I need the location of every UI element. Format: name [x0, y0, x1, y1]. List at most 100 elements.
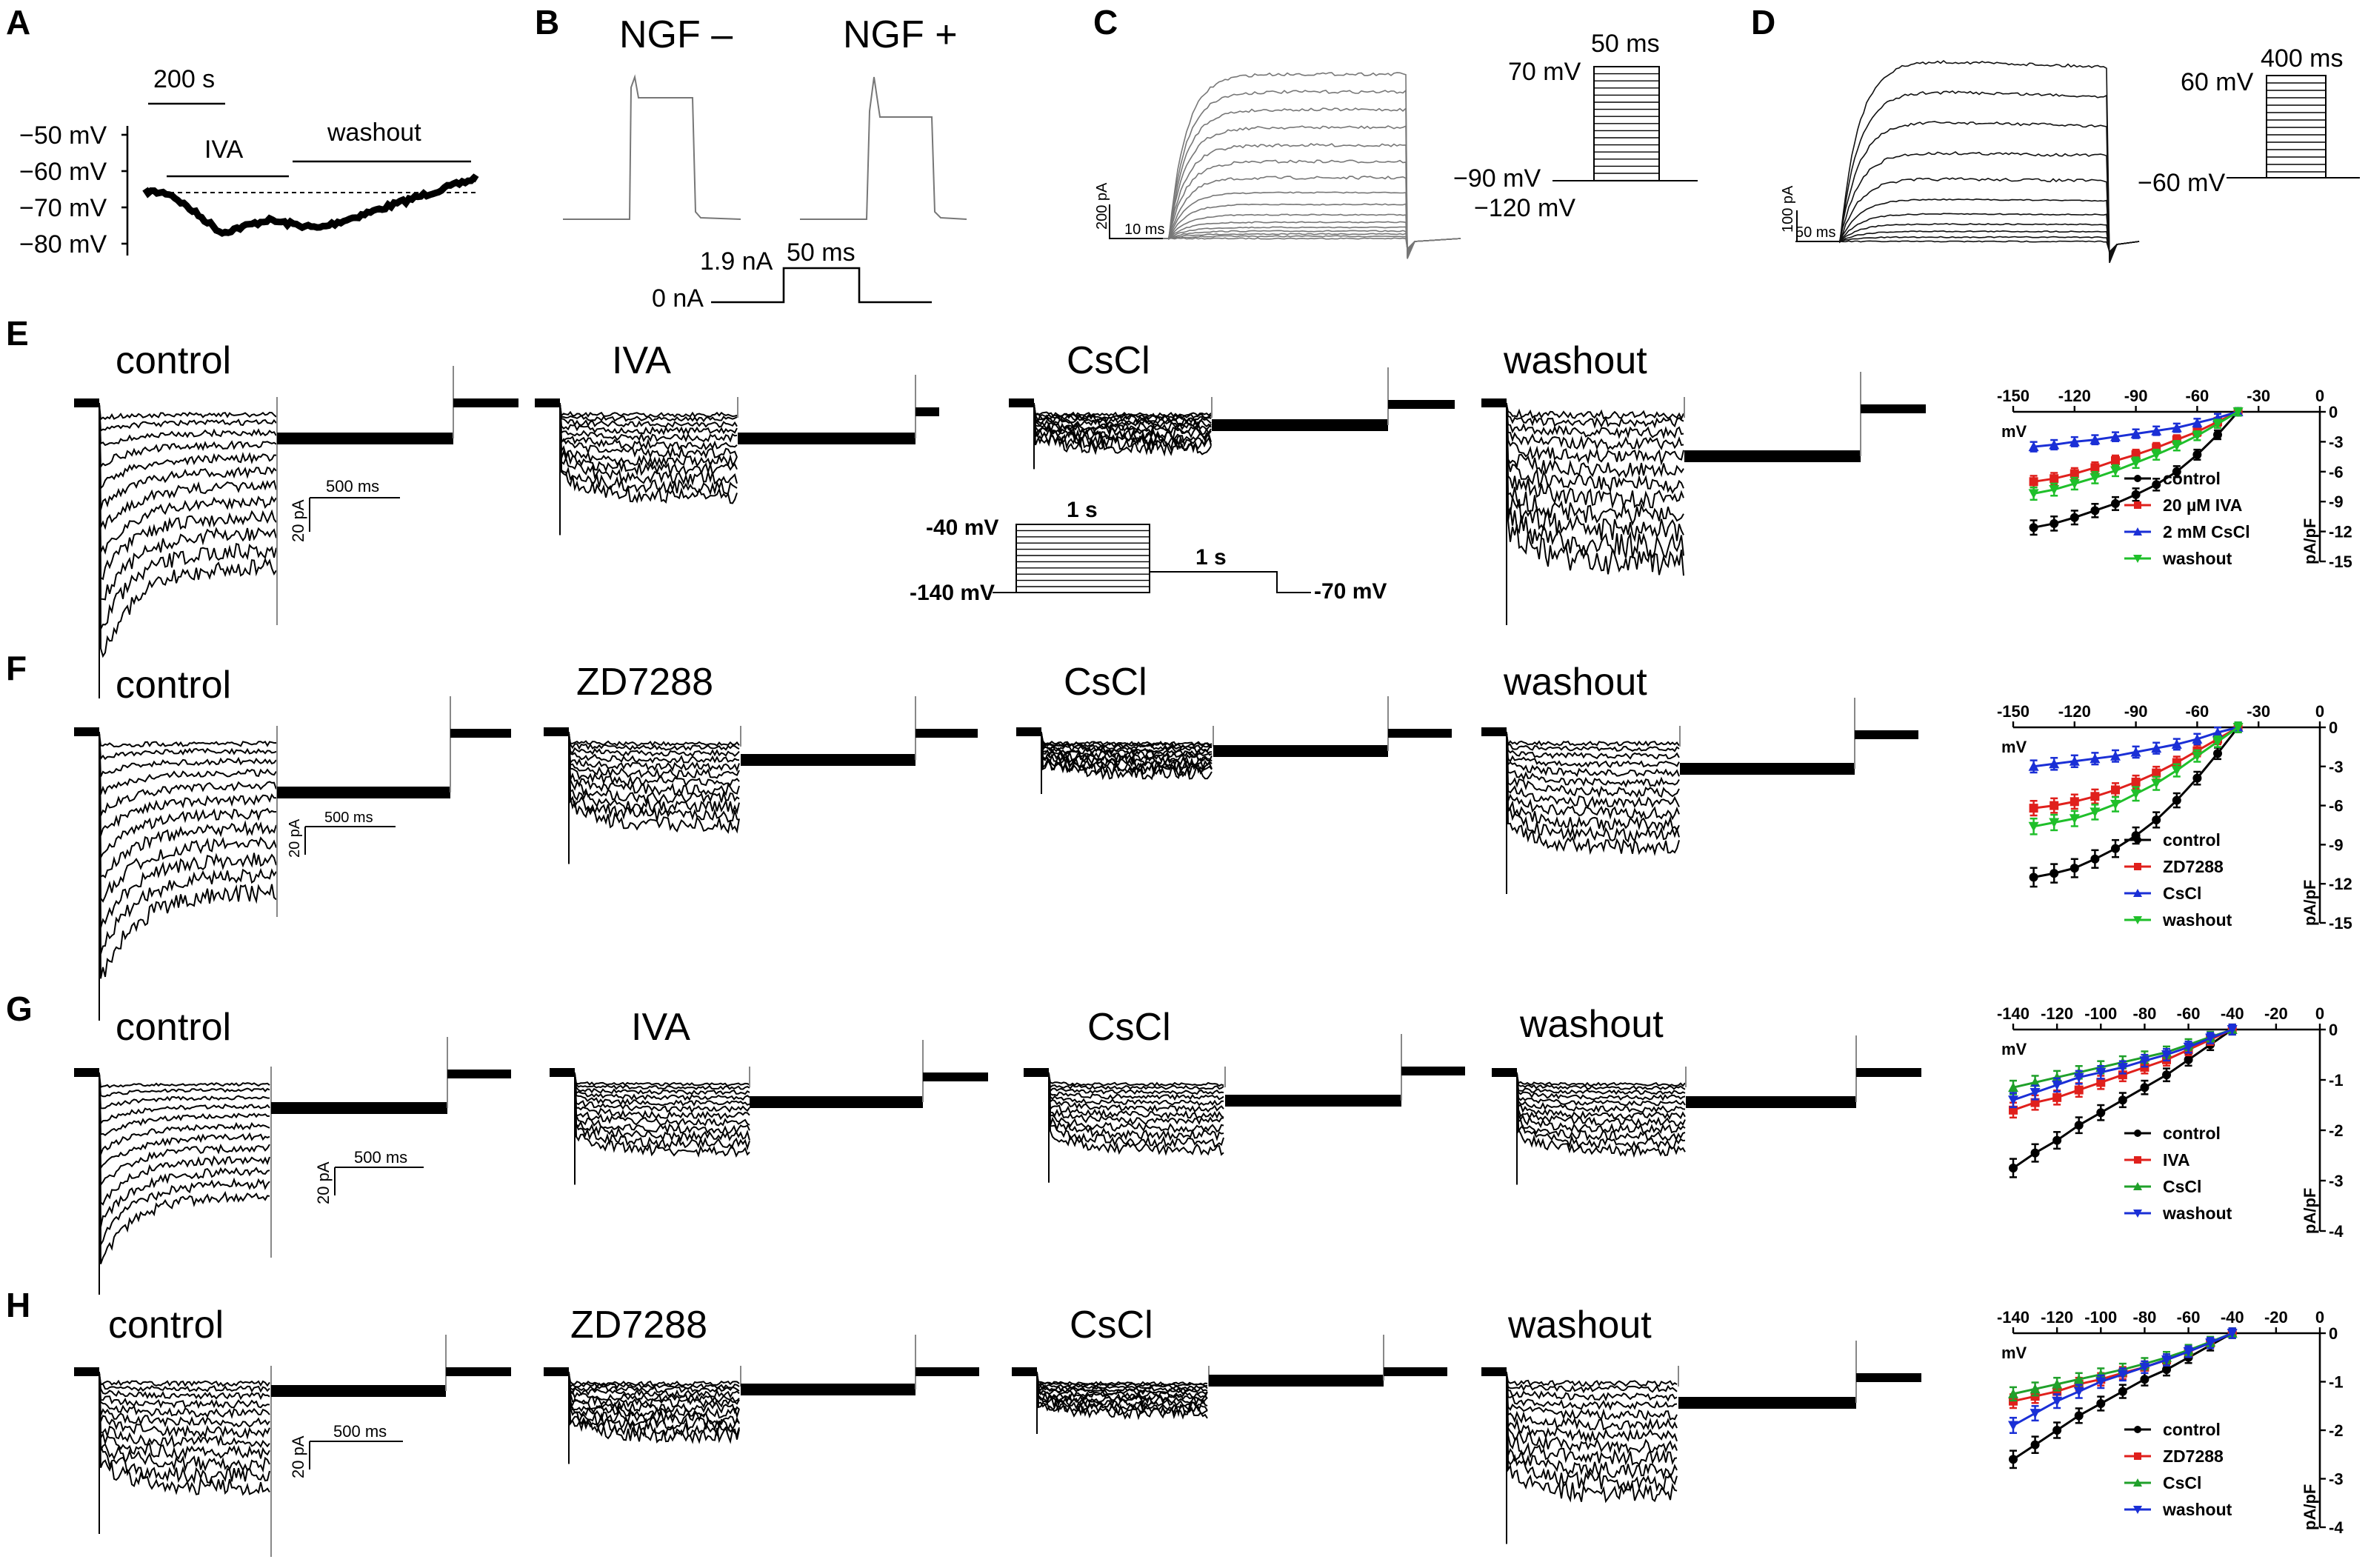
condition-label: ZD7288 [576, 661, 713, 704]
baseline-trace [535, 398, 560, 407]
data-point [2009, 1164, 2018, 1172]
ngf-plus-label: NGF + [843, 13, 958, 56]
data-point [2073, 1374, 2084, 1384]
current-trace [1124, 203, 1461, 253]
current-trace [1795, 198, 2140, 256]
data-point [2050, 518, 2059, 528]
baseline-trace [1481, 1367, 1507, 1376]
data-point [2095, 1067, 2107, 1078]
current-trace [99, 1372, 270, 1401]
condition-label: control [108, 1304, 224, 1347]
data-point [2069, 814, 2080, 824]
legend-label: ZD7288 [2163, 857, 2224, 876]
data-point [2212, 727, 2223, 738]
panel-f: F control ZD7288 CsCl washout 20 pA 500 … [6, 649, 1918, 1021]
current-trace [1041, 733, 1213, 774]
data-point [2096, 1108, 2106, 1118]
current-trace [568, 1372, 740, 1394]
data-point [2205, 1338, 2216, 1349]
legend-label: washout [2162, 910, 2232, 930]
scale-x-label-e: 500 ms [326, 477, 379, 496]
ngf-minus-label: NGF – [619, 13, 733, 56]
data-point [2232, 407, 2244, 417]
data-point [2008, 1421, 2018, 1431]
voltage-protocol-d [2227, 75, 2360, 179]
current-trace [559, 404, 738, 496]
data-point [2111, 456, 2120, 465]
data-point [2140, 1375, 2149, 1384]
current-trace [1048, 1073, 1224, 1126]
current-trace [568, 733, 740, 796]
data-point [2089, 753, 2101, 764]
x-tick-label: 0 [2315, 1004, 2324, 1023]
data-point [2162, 1070, 2171, 1080]
condition-label: IVA [612, 339, 671, 382]
data-point [2227, 1025, 2238, 1035]
x-tick-label: -140 [1997, 1308, 2030, 1327]
current-trace [1506, 404, 1684, 543]
panel-a: A 200 s −50 mV −60 mV −70 mV −80 mV IVA … [6, 3, 479, 258]
data-point [2090, 792, 2100, 801]
data-point [2070, 797, 2079, 807]
current-trace [1506, 733, 1680, 768]
current-trace [1516, 1073, 1686, 1090]
condition-label: ZD7288 [570, 1304, 707, 1347]
membrane-potential-trace [142, 173, 479, 237]
x-tick-label: -80 [2133, 1308, 2157, 1327]
legend-label: CsCl [2163, 1177, 2201, 1196]
x-axis-label: mV [2001, 422, 2027, 441]
y-tick-label: -6 [2329, 463, 2344, 481]
data-point [2152, 480, 2161, 490]
current-trace [1124, 191, 1461, 254]
current-trace [99, 404, 277, 510]
current-trace [574, 1073, 750, 1095]
tail-current [277, 433, 453, 444]
data-point [2029, 523, 2038, 533]
current-trace [1506, 733, 1680, 809]
current-trace [1506, 1372, 1678, 1431]
current-trace [1124, 221, 1461, 252]
protocol-top-e: -40 mV [926, 516, 998, 540]
data-point [2090, 506, 2100, 516]
current-trace [99, 733, 277, 928]
post-trace [447, 1070, 511, 1078]
current-trace [1041, 733, 1213, 767]
data-point [2029, 477, 2038, 487]
current-trace [99, 1372, 270, 1387]
data-point [2110, 466, 2121, 476]
current-trace [1041, 733, 1213, 781]
current-trace [574, 1073, 750, 1151]
scale-y-label-e: 20 pA [289, 499, 307, 542]
current-trace [1124, 235, 1461, 250]
data-point [2070, 469, 2079, 478]
current-trace [568, 733, 740, 758]
post-trace [1856, 1373, 1921, 1382]
data-point [2162, 1365, 2171, 1375]
data-point [2192, 450, 2202, 459]
current-trace [99, 1372, 270, 1419]
current-trace [559, 404, 738, 468]
current-trace [574, 1073, 750, 1158]
baseline-trace [550, 1068, 575, 1077]
legend-label: 20 µM IVA [2163, 496, 2242, 515]
y-axis-label: pA/pF [2301, 1188, 2319, 1234]
current-trace [1795, 222, 2140, 255]
current-trace [559, 404, 738, 487]
scale-bar-h [309, 1441, 403, 1469]
tail-current [1213, 745, 1388, 757]
legend-label: control [2163, 469, 2221, 488]
current-trace [1506, 404, 1684, 576]
protocol-box [1015, 524, 1150, 593]
data-point [2213, 749, 2222, 758]
current-trace [99, 1372, 270, 1484]
data-point [2117, 1063, 2128, 1072]
scale-y-label-g: 20 pA [314, 1161, 333, 1204]
data-point [2130, 458, 2141, 468]
x-axis-label: mV [2001, 1040, 2027, 1058]
current-trace [1506, 404, 1684, 510]
post-trace [453, 398, 518, 407]
series-3: washout [2008, 1023, 2238, 1223]
x-tick-label: -60 [2186, 702, 2209, 721]
data-point [2111, 844, 2120, 853]
data-point [2073, 1072, 2084, 1083]
